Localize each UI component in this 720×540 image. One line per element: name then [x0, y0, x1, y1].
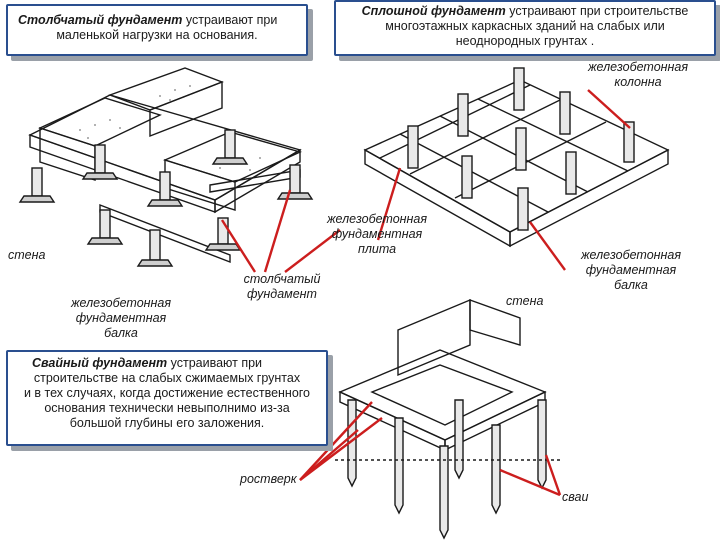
- solid-slab-side: [509, 148, 669, 248]
- label-slab: железобетонная фундаментная плита: [312, 212, 442, 257]
- columnar-beam-front: [99, 203, 231, 264]
- pile-description-line1: Свайный фундамент устраивают при: [14, 356, 320, 371]
- columnar-floor-edge-right: [214, 148, 301, 214]
- solid-description-line3: неоднородных грунтах .: [455, 34, 595, 48]
- label-slab-line1: железобетонная: [326, 212, 428, 226]
- pointer-lines: [220, 89, 631, 497]
- pile-wall-side: [469, 299, 521, 346]
- pile-description-line4: основания технически невыполнимо из-за: [44, 401, 290, 415]
- label-wall-right: стена: [506, 294, 544, 308]
- label-columnar-line1: столбчатый: [243, 272, 321, 286]
- solid-description-line2: многоэтажных каркасных зданий на слабых …: [385, 19, 665, 33]
- pile-foundation-drawing: [335, 298, 560, 540]
- label-beam-left: железобетонная фундаментная балка: [56, 296, 186, 341]
- pile-description-line5: большой глубины его заложения.: [69, 416, 265, 430]
- pile-wall-back: [397, 298, 471, 377]
- solid-term: Сплошной фундамент: [361, 4, 506, 18]
- label-beam-left-line1: железобетонная: [70, 296, 172, 310]
- label-grillage: ростверк: [240, 472, 297, 486]
- columnar-term: Столбчатый фундамент: [18, 13, 183, 27]
- label-slab-line3: плита: [357, 242, 397, 256]
- label-beam-right: железобетонная фундаментная балка: [566, 248, 696, 293]
- label-column-line1: железобетонная: [587, 60, 689, 74]
- solid-description-box: Сплошной фундамент устраивают при строит…: [334, 0, 716, 56]
- grillage-hole: [370, 364, 514, 426]
- label-beam-left-line2: фундаментная: [75, 311, 167, 325]
- columnar-room-left-wall: [39, 127, 96, 181]
- pile-description-line2: строительстве на слабых сжимаемых грунта…: [33, 371, 301, 385]
- label-beam-left-line3: балка: [104, 326, 138, 340]
- columnar-description-line2: маленькой нагрузки на основания.: [56, 28, 258, 42]
- columnar-room-left: [38, 97, 162, 147]
- columnar-line1-rest: устраивают при: [182, 13, 278, 27]
- solid-foundation-drawing: [363, 67, 670, 248]
- label-slab-line2: фундаментная: [331, 227, 423, 241]
- label-beam-right-line2: фундаментная: [585, 263, 677, 277]
- pile-term: Свайный фундамент: [32, 356, 168, 370]
- pile-description-line3: и в тех случаях, когда достижение естест…: [23, 386, 311, 400]
- columnar-description-line1: Столбчатый фундамент устраивают при: [18, 13, 296, 28]
- columnar-foundation-drawing: [18, 67, 314, 267]
- label-beam-right-line1: железобетонная: [580, 248, 682, 262]
- label-columnar-line2: фундамент: [247, 287, 317, 301]
- pile-line1-rest: устраивают при: [167, 356, 263, 370]
- columnar-floor-edge: [29, 134, 216, 213]
- label-piles: сваи: [562, 490, 589, 504]
- label-column: железобетонная колонна: [578, 60, 698, 90]
- label-columnar: столбчатый фундамент: [232, 272, 332, 302]
- label-wall-left: стена: [8, 248, 46, 262]
- solid-description-line1: Сплошной фундамент устраивают при строит…: [342, 4, 708, 19]
- label-beam-right-line3: балка: [614, 278, 648, 292]
- pile-description-box: Свайный фундамент устраивают при строите…: [6, 350, 328, 446]
- label-column-line2: колонна: [614, 75, 662, 89]
- columnar-room-back-wall: [149, 80, 223, 138]
- solid-line1-rest: устраивают при строительстве: [505, 4, 689, 18]
- columnar-description-box: Столбчатый фундамент устраивают при мале…: [6, 4, 308, 56]
